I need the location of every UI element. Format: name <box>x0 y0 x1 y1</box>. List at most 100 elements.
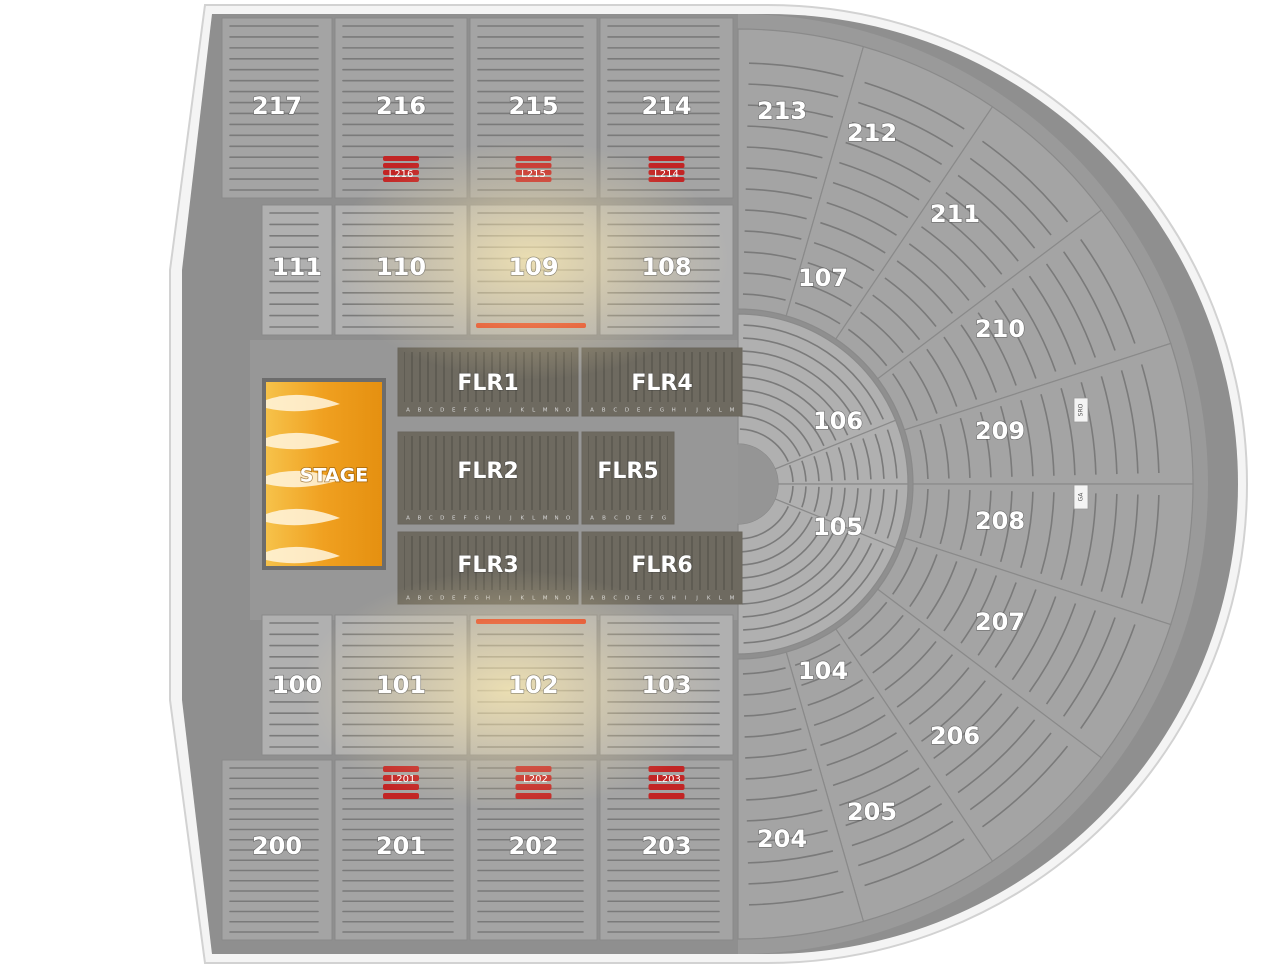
stage-light-ray <box>266 394 340 412</box>
stage-light-ray <box>266 470 340 488</box>
floor-section-flr2-label: FLR2 <box>457 459 518 484</box>
section-215-label: 215 <box>508 92 558 120</box>
section-104-label: 104 <box>798 657 848 685</box>
row-letter: M <box>543 408 548 414</box>
section-213[interactable] <box>737 28 865 317</box>
row-letter: E <box>452 408 456 414</box>
row-letter: D <box>440 408 444 414</box>
floor-section-flr4-label: FLR4 <box>631 371 692 396</box>
row-letter: C <box>429 516 433 522</box>
row-letter: F <box>650 516 653 522</box>
row-letter: B <box>602 408 606 414</box>
row-letter: G <box>662 516 666 522</box>
section-214-label: 214 <box>641 92 691 120</box>
row-letter: N <box>555 516 559 522</box>
section-200[interactable] <box>221 759 333 941</box>
row-letter: A <box>590 408 594 414</box>
section-205-label: 205 <box>847 798 897 826</box>
row-letter: C <box>613 408 617 414</box>
row-letter: B <box>418 516 422 522</box>
section-216-label: 216 <box>376 92 426 120</box>
section-106-label: 106 <box>813 407 863 435</box>
section-209-label: 209 <box>975 417 1025 445</box>
row-letter: M <box>543 516 548 522</box>
row-letter: C <box>429 408 433 414</box>
floor-section-flr3-label: FLR3 <box>457 553 518 578</box>
row-letter: J <box>509 408 512 414</box>
row-letter: A <box>590 516 594 522</box>
section-111-label: 111 <box>272 253 322 281</box>
row-letter: G <box>474 516 478 522</box>
row-letter: F <box>464 516 467 522</box>
section-111[interactable] <box>261 204 333 336</box>
row-letter: J <box>695 596 698 602</box>
row-letter: E <box>638 516 642 522</box>
row-letter: F <box>464 408 467 414</box>
section-212[interactable] <box>785 45 994 340</box>
section-217[interactable] <box>221 17 333 199</box>
section-210-label: 210 <box>975 315 1025 343</box>
section-102-label: 102 <box>508 671 558 699</box>
row-letter: H <box>672 408 676 414</box>
section-208[interactable] <box>903 483 1194 626</box>
section-203-label: 203 <box>641 832 691 860</box>
row-letter: A <box>406 516 410 522</box>
loge-L203-label: L203 <box>656 774 681 785</box>
loge-L216-label: L216 <box>389 169 414 180</box>
row-letter: E <box>452 516 456 522</box>
section-103-label: 103 <box>641 671 691 699</box>
row-letter: O <box>566 408 571 414</box>
section-217-label: 217 <box>252 92 302 120</box>
row-letter: I <box>499 516 501 522</box>
row-letter: G <box>474 408 478 414</box>
row-letter: A <box>406 408 410 414</box>
side-tag-text: SRO <box>1078 403 1085 416</box>
section-204-label: 204 <box>757 825 807 853</box>
row-letter: I <box>499 408 501 414</box>
inner-floor-curve <box>738 444 778 524</box>
side-tag-sro: SRO <box>1073 397 1089 423</box>
section-210[interactable] <box>876 209 1172 431</box>
stage-label: STAGE <box>300 465 368 487</box>
loge-L201-label: L201 <box>391 774 416 785</box>
section-200-label: 200 <box>252 832 302 860</box>
row-letter: M <box>730 596 735 602</box>
loge-L214-label: L214 <box>654 169 679 180</box>
floor-section-flr5-label: FLR5 <box>597 459 658 484</box>
row-letter: D <box>440 516 444 522</box>
section-101-label: 101 <box>376 671 426 699</box>
row-letter: G <box>660 596 664 602</box>
row-letter: J <box>509 516 512 522</box>
section-201-label: 201 <box>376 832 426 860</box>
row-letter: B <box>602 516 606 522</box>
row-letter: F <box>649 408 652 414</box>
row-letter: G <box>660 408 664 414</box>
section-110-label: 110 <box>376 253 426 281</box>
stage-light-ray <box>266 546 340 564</box>
section-208-label: 208 <box>975 507 1025 535</box>
row-letter: L <box>532 516 536 522</box>
row-letter: L <box>532 408 536 414</box>
row-letter: J <box>695 408 698 414</box>
spotlight-top <box>330 140 730 380</box>
section-212-label: 212 <box>847 119 897 147</box>
row-letter: M <box>730 408 735 414</box>
section-202-label: 202 <box>508 832 558 860</box>
section-206-label: 206 <box>930 722 980 750</box>
loge-L215-label: L215 <box>521 169 546 180</box>
section-100-label: 100 <box>272 671 322 699</box>
floor-section-flr6-label: FLR6 <box>631 553 692 578</box>
section-204[interactable] <box>737 651 865 940</box>
section-209[interactable] <box>903 342 1194 485</box>
section-211-label: 211 <box>930 200 980 228</box>
row-letter: B <box>418 408 422 414</box>
row-letter: I <box>685 408 687 414</box>
row-letter: O <box>566 516 571 522</box>
section-105-label: 105 <box>813 513 863 541</box>
stage-light-ray <box>266 508 340 526</box>
